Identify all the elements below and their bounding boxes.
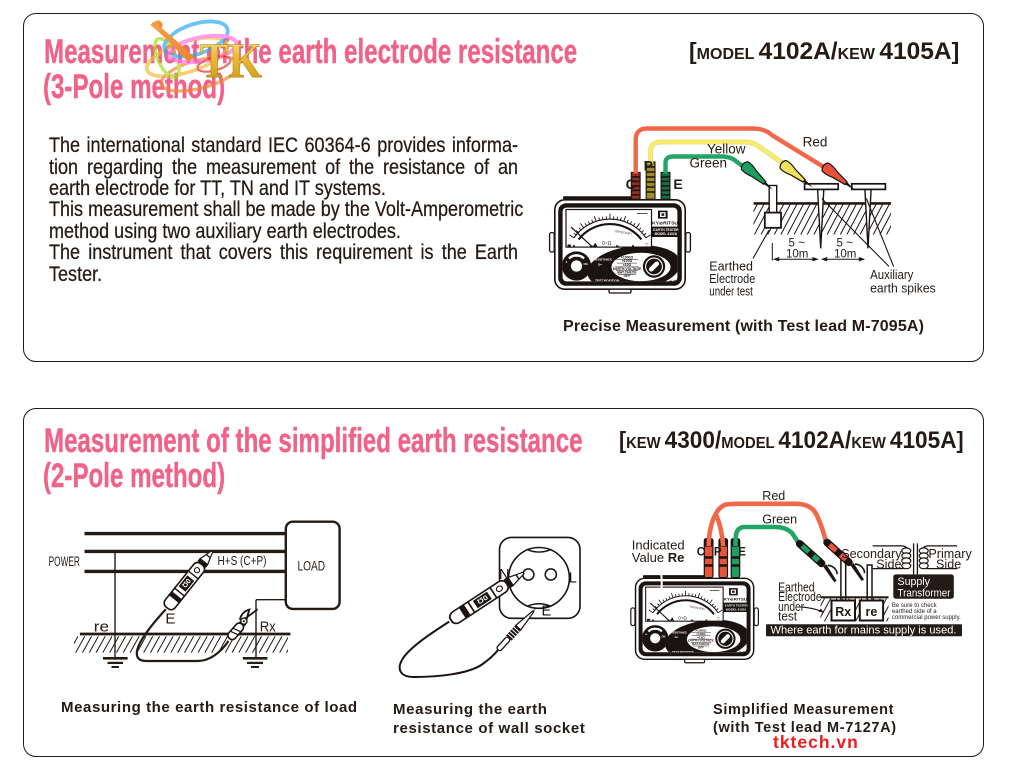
svg-text:10m: 10m xyxy=(786,248,808,260)
svg-text:earthed side of a: earthed side of a xyxy=(892,609,937,615)
svg-text:Earthed: Earthed xyxy=(709,260,753,274)
svg-text:Green: Green xyxy=(762,513,797,527)
svg-text:5 ~: 5 ~ xyxy=(837,238,854,250)
svg-text:E: E xyxy=(165,611,175,628)
svg-text:Side: Side xyxy=(876,557,901,571)
svg-text:E: E xyxy=(542,603,552,619)
svg-text:re: re xyxy=(865,605,877,619)
svg-text:Side: Side xyxy=(936,557,961,571)
svg-text:Secondary: Secondary xyxy=(841,547,902,561)
svg-text:Earthed: Earthed xyxy=(778,580,815,594)
svg-text:L: L xyxy=(569,571,577,587)
svg-text:Indicated: Indicated xyxy=(632,537,685,552)
svg-text:under test: under test xyxy=(709,285,753,299)
svg-text:Rx: Rx xyxy=(260,618,276,635)
svg-text:Yellow: Yellow xyxy=(707,142,746,157)
svg-text:E: E xyxy=(738,547,746,559)
svg-text:Value Re: Value Re xyxy=(632,550,685,565)
svg-text:10m: 10m xyxy=(834,248,856,260)
svg-text:Electrode: Electrode xyxy=(709,272,755,286)
svg-text:commercial power supply.: commercial power supply. xyxy=(892,615,961,621)
svg-text:earth spikes: earth spikes xyxy=(870,282,936,296)
svg-text:Supply: Supply xyxy=(898,576,931,588)
svg-text:Red: Red xyxy=(762,489,785,503)
svg-text:N: N xyxy=(499,567,509,583)
svg-text:5 ~: 5 ~ xyxy=(789,238,806,250)
svg-text:E: E xyxy=(673,176,682,192)
svg-text:C: C xyxy=(626,176,636,192)
svg-text:LOAD: LOAD xyxy=(298,559,326,574)
svg-text:POWER: POWER xyxy=(49,554,80,569)
svg-text:re: re xyxy=(94,618,109,635)
svg-text:test: test xyxy=(778,610,797,624)
svg-text:Be sure to check: Be sure to check xyxy=(892,603,938,609)
svg-text:TK: TK xyxy=(200,32,262,88)
svg-text:P: P xyxy=(714,547,722,559)
svg-text:Where earth for mains supply: Where earth for mains supply is used. xyxy=(771,625,957,637)
svg-text:Transformer: Transformer xyxy=(898,587,951,599)
svg-text:Auxiliary: Auxiliary xyxy=(870,268,914,282)
svg-text:H+S (C+P): H+S (C+P) xyxy=(218,553,267,568)
svg-text:under: under xyxy=(778,600,804,614)
svg-text:Green: Green xyxy=(690,156,728,171)
svg-text:C: C xyxy=(697,547,705,559)
svg-text:Electrode: Electrode xyxy=(778,590,822,604)
svg-text:Primary: Primary xyxy=(928,547,972,561)
svg-text:Red: Red xyxy=(803,135,828,150)
svg-text:Rx: Rx xyxy=(835,605,851,619)
svg-text:P: P xyxy=(644,158,653,174)
